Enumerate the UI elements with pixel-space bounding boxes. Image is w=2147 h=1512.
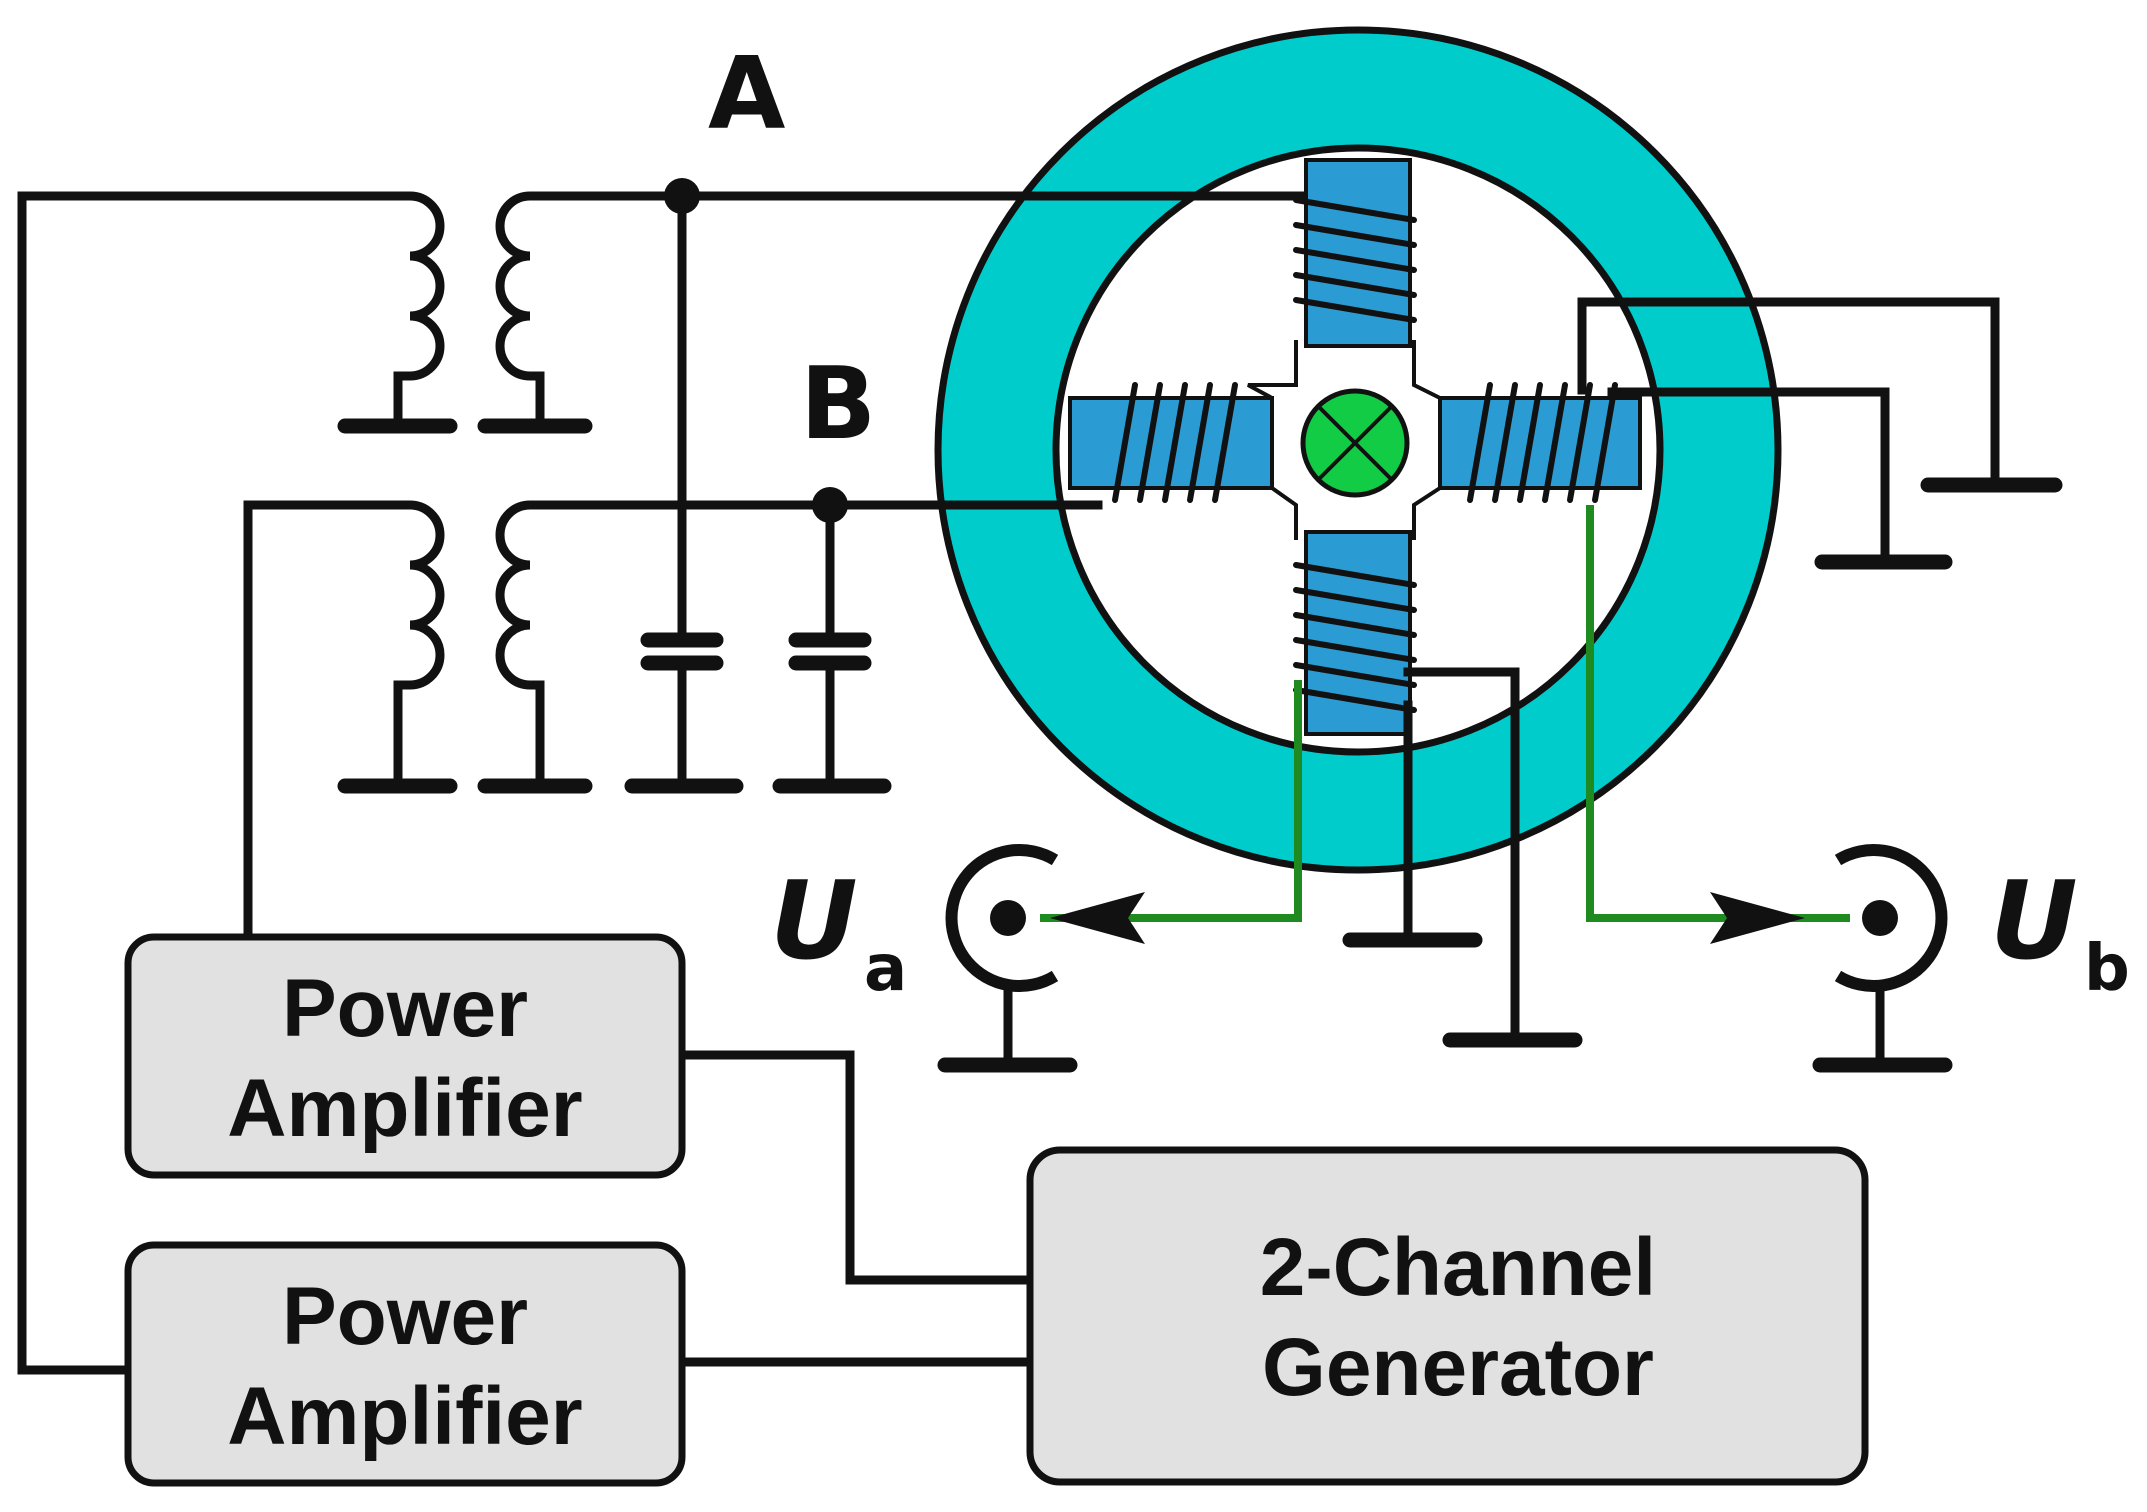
ua-symbol: U [770, 859, 858, 984]
capacitor-b [788, 632, 872, 791]
pole-left [1068, 382, 1274, 503]
power-amplifier-top: Power Amplifier [124, 933, 686, 1179]
crossed-circle-icon [1300, 388, 1410, 498]
wiring [17, 191, 2000, 1375]
transformer-top [17, 191, 545, 431]
stator-ring [934, 26, 1782, 874]
pole-bottom [1293, 530, 1417, 736]
output-label-ua: U a [770, 859, 907, 1006]
junction-dots [664, 178, 848, 523]
ub-subscript: b [2084, 932, 2130, 1006]
capacitor-a [640, 632, 724, 791]
coil-interconnects [1247, 340, 1442, 540]
channel-generator: 2-Channel Generator [1026, 1146, 1869, 1486]
coax-connector-icon [945, 844, 1948, 1070]
output-label-ub: U b [1990, 859, 2130, 1006]
amp-bottom-line1: Power [282, 1271, 528, 1362]
ua-subscript: a [864, 932, 907, 1006]
amp-bottom-line2: Amplifier [227, 1371, 582, 1462]
generator-line2: Generator [1262, 1322, 1654, 1413]
node-label-a: A [708, 35, 785, 152]
generator-line1: 2-Channel [1260, 1222, 1656, 1313]
pole-top [1293, 158, 1417, 348]
arrow-icon [1050, 892, 1805, 944]
transformer-bottom [243, 500, 545, 945]
node-label-b: B [800, 345, 876, 462]
pole-right [1438, 382, 1642, 503]
amp-top-line1: Power [282, 963, 528, 1054]
amp-top-line2: Amplifier [227, 1063, 582, 1154]
ub-symbol: U [1990, 859, 2078, 984]
power-amplifier-bottom: Power Amplifier [124, 1241, 686, 1487]
